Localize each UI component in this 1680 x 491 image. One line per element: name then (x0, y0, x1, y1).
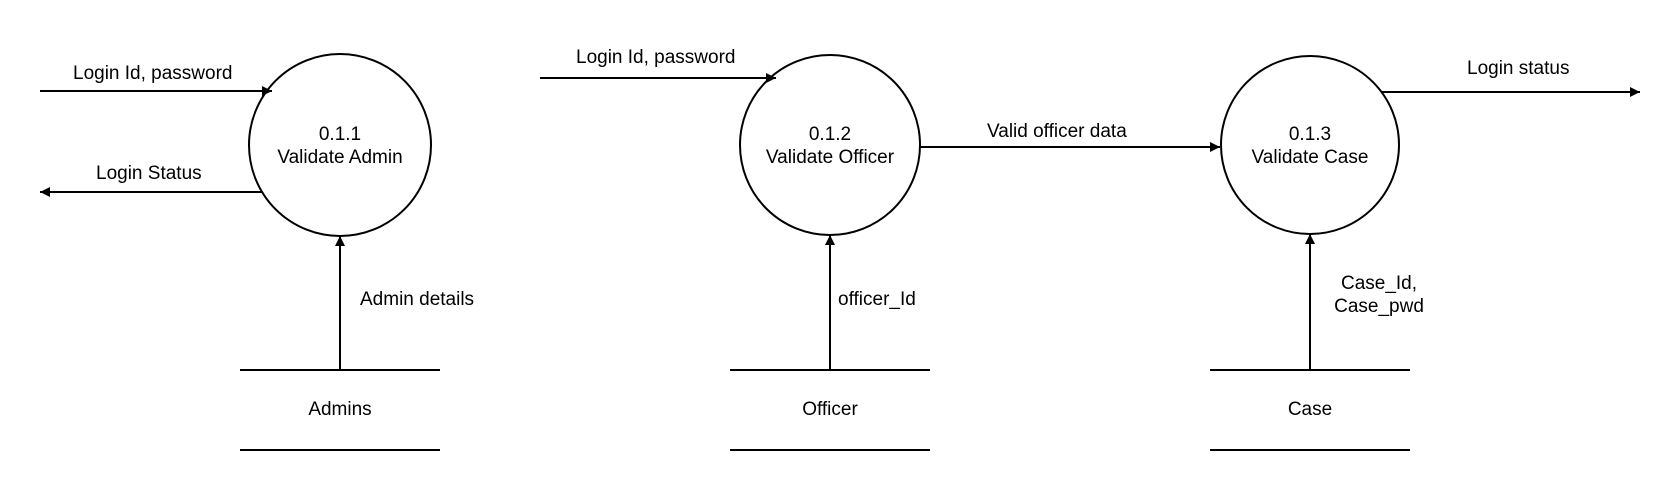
store-label: Admins (308, 399, 371, 420)
process-validate-officer: 0.1.2 Validate Officer (739, 54, 921, 236)
flow-label-officer-id: officer_Id (838, 289, 916, 310)
flow-label-admin-details: Admin details (360, 289, 474, 310)
flow-label-valid-officer-data: Valid officer data (987, 121, 1127, 142)
process-name: Validate Officer (766, 147, 895, 168)
flow-label-admin-input: Login Id, password (73, 63, 233, 84)
process-validate-admin: 0.1.1 Validate Admin (248, 53, 432, 237)
process-circle (739, 54, 921, 236)
process-name: Validate Case (1252, 147, 1369, 168)
process-id: 0.1.2 (809, 124, 851, 145)
store-label: Case (1288, 399, 1332, 420)
process-validate-case: 0.1.3 Validate Case (1220, 55, 1400, 235)
flow-label-case-credentials-line1: Case_Id, (1341, 273, 1417, 294)
data-store-case: Case (1210, 369, 1410, 451)
flow-label-case-output: Login status (1467, 58, 1569, 79)
flow-label-case-credentials-line2: Case_pwd (1334, 296, 1424, 317)
data-store-officer: Officer (730, 369, 930, 451)
process-circle (1220, 55, 1400, 235)
process-id: 0.1.3 (1289, 124, 1331, 145)
store-label: Officer (802, 399, 858, 420)
flow-label-officer-input: Login Id, password (576, 47, 736, 68)
process-name: Validate Admin (277, 147, 402, 168)
flow-label-admin-output: Login Status (96, 163, 202, 184)
process-circle (248, 53, 432, 237)
process-id: 0.1.1 (319, 124, 361, 145)
data-store-admins: Admins (240, 369, 440, 451)
